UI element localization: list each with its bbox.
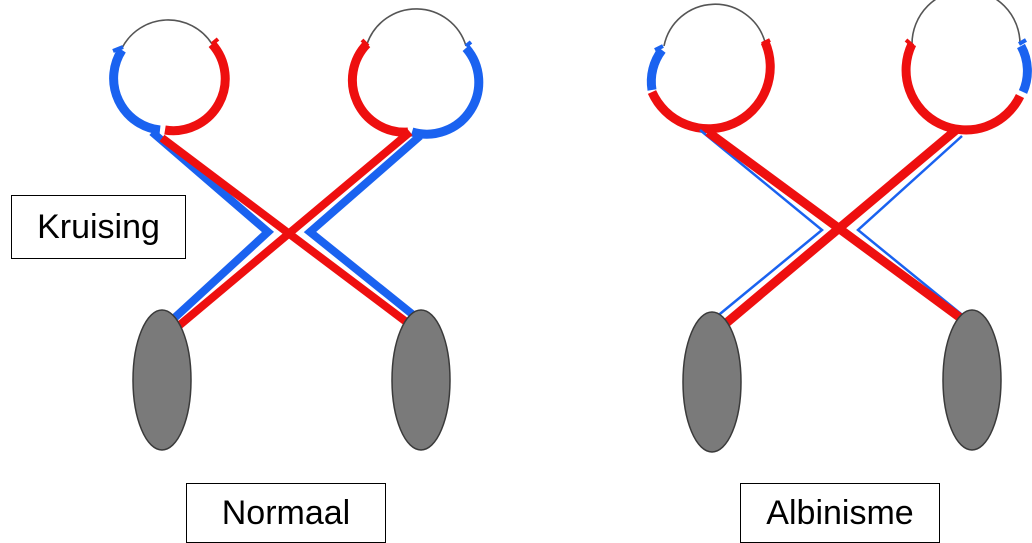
right-eye-outline (912, 0, 1020, 44)
left-eye-blue-arc (651, 50, 662, 90)
left-eye-albinism (651, 4, 770, 129)
right-eye-outline (367, 9, 466, 46)
left-brain-normal (133, 310, 191, 450)
normal-label: Normaal (186, 483, 386, 543)
crossing-label-text: Kruising (37, 208, 160, 247)
right-eye-red-arc (906, 44, 1020, 130)
right-eye-albinism (906, 0, 1027, 130)
crossing-label: Kruising (11, 195, 186, 259)
left-eye-red-arc (652, 42, 770, 129)
right-red-pathway (718, 130, 956, 330)
right-brain-normal (392, 310, 450, 450)
right-eye-blue-tick (466, 42, 471, 46)
left-eye-blue-arc (114, 50, 160, 130)
left-eye-red-arc (165, 44, 225, 131)
right-eye-normal (352, 9, 478, 134)
right-eye-blue-arc (412, 48, 479, 134)
left-eye-outline (664, 4, 765, 46)
left-eye-normal (113, 20, 225, 131)
left-brain-albinism (683, 312, 741, 452)
albinism-label: Albinisme (740, 483, 940, 543)
left-eye-outline (122, 20, 212, 48)
optic-pathways-normal (152, 132, 422, 329)
right-eye-red-arc (352, 44, 408, 132)
optic-pathways-albinism (700, 130, 966, 330)
panel-albinism (651, 0, 1027, 452)
left-eye-blue-tick (655, 46, 663, 50)
albinism-label-text: Albinisme (766, 494, 913, 533)
normal-label-text: Normaal (222, 494, 350, 533)
right-brain-albinism (943, 310, 1001, 450)
right-eye-blue-arc (1021, 46, 1027, 92)
